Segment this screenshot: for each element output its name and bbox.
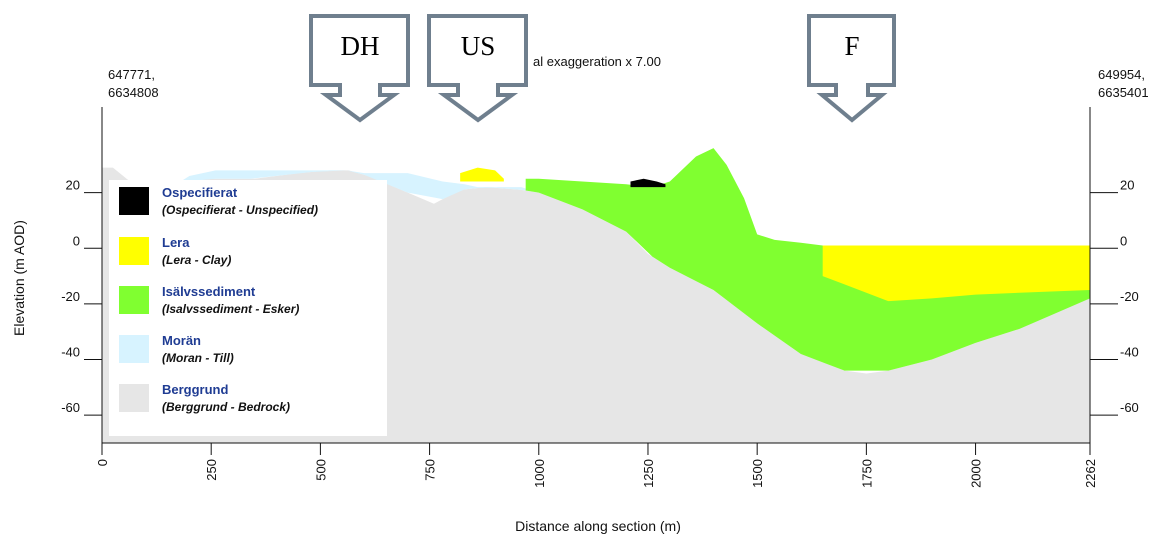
callout-us: US — [426, 13, 530, 123]
legend-swatch — [119, 237, 149, 265]
y-tick-label-left: -20 — [61, 289, 80, 304]
legend-item-berggrund: Berggrund (Berggrund - Bedrock) — [119, 377, 381, 421]
legend: Ospecifierat (Ospecifierat - Unspecified… — [109, 180, 387, 436]
legend-item-moran: Morän (Moran - Till) — [119, 328, 381, 372]
legend-item-name: Ospecifierat — [162, 185, 238, 200]
y-tick-label-right: -60 — [1120, 400, 1139, 415]
left-coordinate-easting: 647771, — [108, 67, 155, 82]
x-tick-label: 2262 — [1083, 459, 1098, 488]
legend-item-isalvssediment: Isälvssediment (Isalvssediment - Esker) — [119, 279, 381, 323]
left-coordinate-label: 647771, 6634808 — [108, 66, 159, 102]
legend-item-desc: (Lera - Clay) — [162, 253, 232, 267]
x-tick-label: 500 — [313, 459, 328, 481]
callout-label: DH — [340, 31, 380, 61]
legend-item-ospecifierat: Ospecifierat (Ospecifierat - Unspecified… — [119, 180, 381, 224]
x-tick-label: 250 — [204, 459, 219, 481]
legend-swatch — [119, 187, 149, 215]
x-axis-title: Distance along section (m) — [515, 518, 681, 534]
layer-till — [136, 170, 531, 200]
right-coordinate-label: 649954, 6635401 — [1098, 66, 1149, 102]
x-tick-label: 0 — [95, 459, 110, 466]
y-tick-label-left: 20 — [66, 178, 80, 193]
exaggeration-title: al exaggeration x 7.00 — [533, 54, 661, 69]
layer-esker — [525, 148, 1090, 371]
x-tick-label: 750 — [423, 459, 438, 481]
legend-item-lera: Lera (Lera - Clay) — [119, 230, 381, 274]
x-tick-label: 1000 — [532, 459, 547, 488]
legend-item-name: Lera — [162, 235, 190, 250]
x-tick-label: 2000 — [969, 459, 984, 488]
y-tick-label-right: -20 — [1120, 289, 1139, 304]
y-tick-label-right: 0 — [1120, 233, 1127, 248]
legend-swatch — [119, 335, 149, 363]
legend-item-desc: (Isalvssediment - Esker) — [162, 302, 300, 316]
legend-item-name: Isälvssediment — [162, 284, 256, 299]
right-coordinate-northing: 6635401 — [1098, 85, 1149, 100]
callout-arrow-icon — [309, 14, 410, 123]
y-axis-title: Elevation (m AOD) — [11, 220, 27, 336]
x-tick-label: 1750 — [859, 459, 874, 488]
legend-swatch — [119, 286, 149, 314]
x-tick-label: 1500 — [750, 459, 765, 488]
y-tick-label-left: -60 — [61, 400, 80, 415]
y-tick-label-right: -40 — [1120, 345, 1139, 360]
callout-label: US — [460, 31, 496, 61]
legend-item-desc: (Berggrund - Bedrock) — [162, 400, 291, 414]
callout-arrow-icon — [427, 14, 528, 123]
x-tick-label: 1250 — [641, 459, 656, 488]
legend-item-desc: (Ospecifierat - Unspecified) — [162, 203, 319, 217]
y-tick-label-left: 0 — [73, 233, 80, 248]
callout-dh: DH — [308, 13, 412, 123]
right-coordinate-easting: 649954, — [1098, 67, 1145, 82]
callout-arrow-icon — [807, 14, 896, 123]
layer-clay-us — [460, 167, 504, 182]
y-tick-label-left: -40 — [61, 345, 80, 360]
legend-item-desc: (Moran - Till) — [162, 351, 234, 365]
legend-item-name: Berggrund — [162, 382, 229, 397]
y-tick-label-right: 20 — [1120, 178, 1134, 193]
legend-item-name: Morän — [162, 333, 201, 348]
left-coordinate-northing: 6634808 — [108, 85, 159, 100]
layer-unspecified — [630, 178, 666, 188]
legend-swatch — [119, 384, 149, 412]
layer-clay-f — [822, 245, 1090, 302]
callout-f: F — [806, 13, 898, 123]
callout-label: F — [844, 31, 860, 61]
